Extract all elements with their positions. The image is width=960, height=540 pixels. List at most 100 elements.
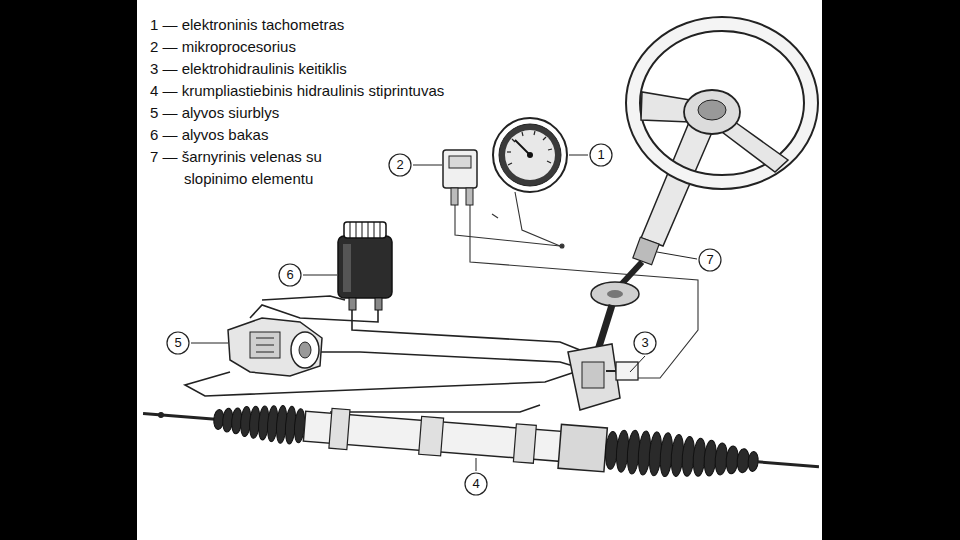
oil-reservoir (343, 244, 351, 292)
callout-number: 2 (396, 158, 403, 172)
leader-line (303, 275, 337, 276)
hydraulic-hose (352, 298, 585, 352)
steering-column (606, 370, 616, 372)
steering-rack (604, 428, 760, 484)
oil-pump (228, 318, 322, 376)
steering-column (568, 344, 620, 410)
speedometer (508, 163, 512, 165)
speedometer (493, 118, 567, 192)
hydraulic-hose (185, 296, 585, 412)
oil-reservoir (338, 222, 392, 310)
steering-column (607, 290, 623, 298)
part-legend-line: 2 — mikroprocesorius (150, 36, 296, 58)
callout-circle: 3 (633, 331, 657, 355)
leader-line (191, 155, 697, 471)
part-legend-line: 7 — šarnyrinis velenas su slopinimo elem… (150, 146, 384, 190)
side-bar (822, 0, 960, 540)
leader-line (191, 343, 228, 344)
oil-reservoir (368, 222, 369, 238)
callout-outline (699, 249, 721, 271)
steering-wheel (626, 17, 818, 189)
speedometer (515, 140, 530, 155)
leader-line (569, 155, 588, 156)
hydraulic-hose (262, 296, 345, 300)
callout-number: 7 (706, 253, 713, 267)
callout-circle: 6 (278, 263, 302, 287)
callout-circle: 2 (388, 153, 412, 177)
signal-wire (492, 214, 498, 218)
steering-rack (757, 462, 819, 467)
speedometer (527, 152, 533, 158)
callout-number: 6 (286, 268, 293, 282)
oil-reservoir (374, 222, 375, 238)
speedometer (507, 151, 511, 152)
leader-line (630, 356, 645, 372)
callout-number: 5 (174, 336, 181, 350)
steering-wheel (698, 100, 726, 120)
speedometer (507, 131, 552, 165)
callout-outline (590, 144, 612, 166)
part-legend-line: 4 — krumpliastiebinis hidraulinis stipri… (150, 80, 444, 102)
oil-reservoir (344, 222, 386, 238)
callout-number: 3 (641, 336, 648, 350)
steering-wheel (626, 17, 818, 189)
oil-pump (250, 332, 280, 358)
steering-rack (329, 408, 350, 449)
speedometer (493, 118, 567, 192)
hydraulic-hose (330, 405, 540, 412)
oil-pump (256, 338, 274, 339)
steering-column (598, 305, 612, 350)
microprocessor (443, 150, 477, 205)
leader-line (657, 252, 697, 259)
steering-column (591, 282, 639, 306)
steering-column (582, 362, 604, 388)
callout-outline (634, 332, 656, 354)
steering-rack (419, 416, 444, 456)
oil-pump (228, 318, 322, 376)
speedometer (499, 124, 561, 186)
callout-circle: 7 (698, 248, 722, 272)
leader-line (413, 165, 442, 166)
oil-reservoir (350, 222, 380, 238)
steering-wheel (641, 92, 690, 122)
steering-rack (558, 424, 607, 471)
signal-wire (560, 244, 564, 248)
steering-column (568, 120, 713, 410)
microprocessor (466, 188, 473, 205)
callout-number: 1 (597, 148, 604, 162)
speedometer (547, 161, 551, 163)
oil-pump (256, 345, 274, 346)
callout-circle: 1 (589, 143, 613, 167)
steering-wheel (684, 90, 740, 134)
speedometer (505, 130, 555, 180)
oil-reservoir (356, 222, 357, 238)
hydraulic-hose (185, 372, 575, 396)
speedometer (534, 131, 535, 135)
speedometer (548, 149, 552, 150)
oil-reservoir (362, 222, 363, 238)
callout-outline (167, 332, 189, 354)
oil-pump (299, 342, 311, 358)
oil-reservoir (375, 298, 382, 310)
oil-reservoir (338, 236, 392, 298)
callout-circle: 5 (166, 331, 190, 355)
steering-column (633, 237, 659, 265)
oil-reservoir (349, 298, 356, 310)
steering-column (616, 362, 638, 380)
oil-reservoir (380, 222, 381, 238)
part-legend-line: 1 — elektroninis tachometras (150, 14, 344, 36)
speedometer (522, 132, 523, 136)
leader-line (476, 458, 477, 471)
callout-circle: 4 (464, 472, 488, 496)
oil-pump (291, 332, 319, 368)
steering-rack (513, 424, 536, 463)
steering-rack (158, 412, 164, 418)
microprocessor (443, 150, 477, 188)
oil-reservoir (350, 222, 351, 238)
side-bar (0, 0, 137, 540)
part-legend-line: 5 — alyvos siurblys (150, 102, 279, 124)
steering-wheel (722, 122, 788, 172)
part-legend-line: 6 — alyvos bakas (150, 124, 268, 146)
